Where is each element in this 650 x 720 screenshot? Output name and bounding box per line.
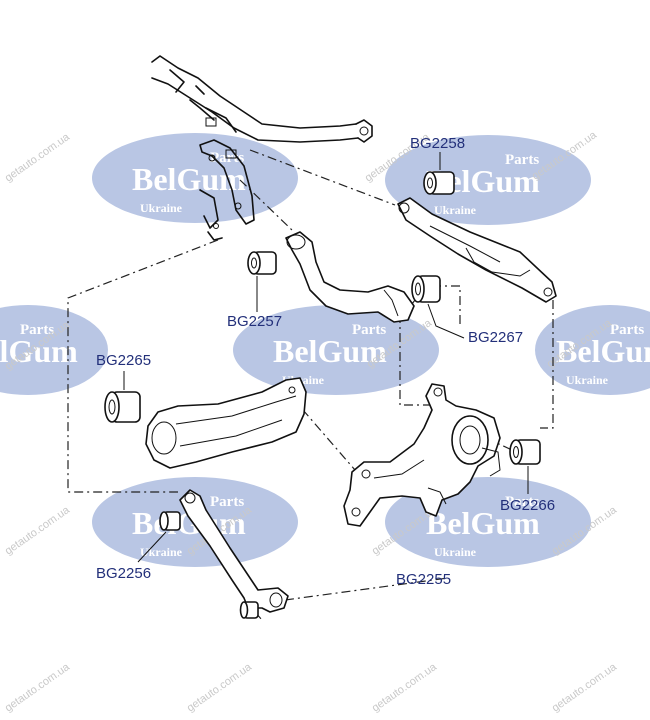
site-watermark: getauto.com.ua — [3, 504, 73, 558]
watermark-country: Ukraine — [566, 373, 609, 387]
watermark-brand: BelGum — [132, 161, 246, 197]
watermark-parts: Parts — [352, 322, 386, 338]
watermark-parts: Parts — [20, 322, 54, 338]
site-watermark: getauto.com.ua — [550, 661, 620, 715]
bushing-bg2265 — [104, 391, 141, 423]
watermark-country: Ukraine — [140, 201, 183, 215]
bushing-bg2258 — [423, 171, 455, 195]
label-bg2256: BG2256 — [96, 565, 151, 582]
watermark-brand: BelGum — [0, 333, 78, 369]
watermark-country: Ukraine — [434, 203, 477, 217]
bushing-bg2267 — [411, 275, 441, 303]
part-labels: BG2258 BG2257 BG2267 BG2265 BG2266 BG225… — [96, 135, 555, 588]
subframe — [151, 55, 373, 241]
lower-trailing-arm — [145, 377, 307, 469]
watermark-badge: Parts BelGum Ukraine — [535, 305, 650, 395]
wheel-knuckle — [343, 383, 501, 527]
label-bg2267: BG2267 — [468, 329, 523, 346]
site-watermark: getauto.com.ua — [3, 131, 73, 185]
toe-link — [179, 489, 289, 619]
watermark-badge: Parts BelGum Ukraine — [385, 135, 591, 225]
guide-lines — [67, 149, 554, 621]
watermark-brand: BelGum — [273, 333, 387, 369]
watermark-badge: Parts BelGum Ukraine — [233, 305, 439, 395]
label-bg2257: BG2257 — [227, 313, 282, 330]
site-watermark: getauto.com.ua — [370, 661, 440, 715]
watermark-country: Ukraine — [140, 545, 183, 559]
site-watermark: getauto.com.ua — [3, 661, 73, 715]
bushing-bg2256 — [159, 511, 181, 531]
label-bg2258: BG2258 — [410, 135, 465, 152]
label-bg2265: BG2265 — [96, 352, 151, 369]
watermark-parts: Parts — [210, 494, 244, 510]
watermark-badge: Parts BelGum Ukraine — [92, 133, 298, 223]
label-bg2255: BG2255 — [396, 571, 451, 588]
watermark-badge: Parts BelGum — [0, 305, 108, 395]
bushing-bg2266 — [509, 439, 541, 465]
watermark-brand: BelGum — [556, 333, 650, 369]
watermark-brand: BelGum — [426, 505, 540, 541]
watermark-country: Ukraine — [434, 545, 477, 559]
site-watermark: getauto.com.ua — [185, 661, 255, 715]
watermark-parts: Parts — [505, 494, 539, 510]
bushing-bg2257 — [247, 251, 277, 275]
upper-rear-arm — [397, 197, 557, 303]
watermark-parts: Parts — [505, 152, 539, 168]
camber-link — [285, 231, 415, 323]
label-bg2266: BG2266 — [500, 497, 555, 514]
watermark-parts: Parts — [610, 322, 644, 338]
